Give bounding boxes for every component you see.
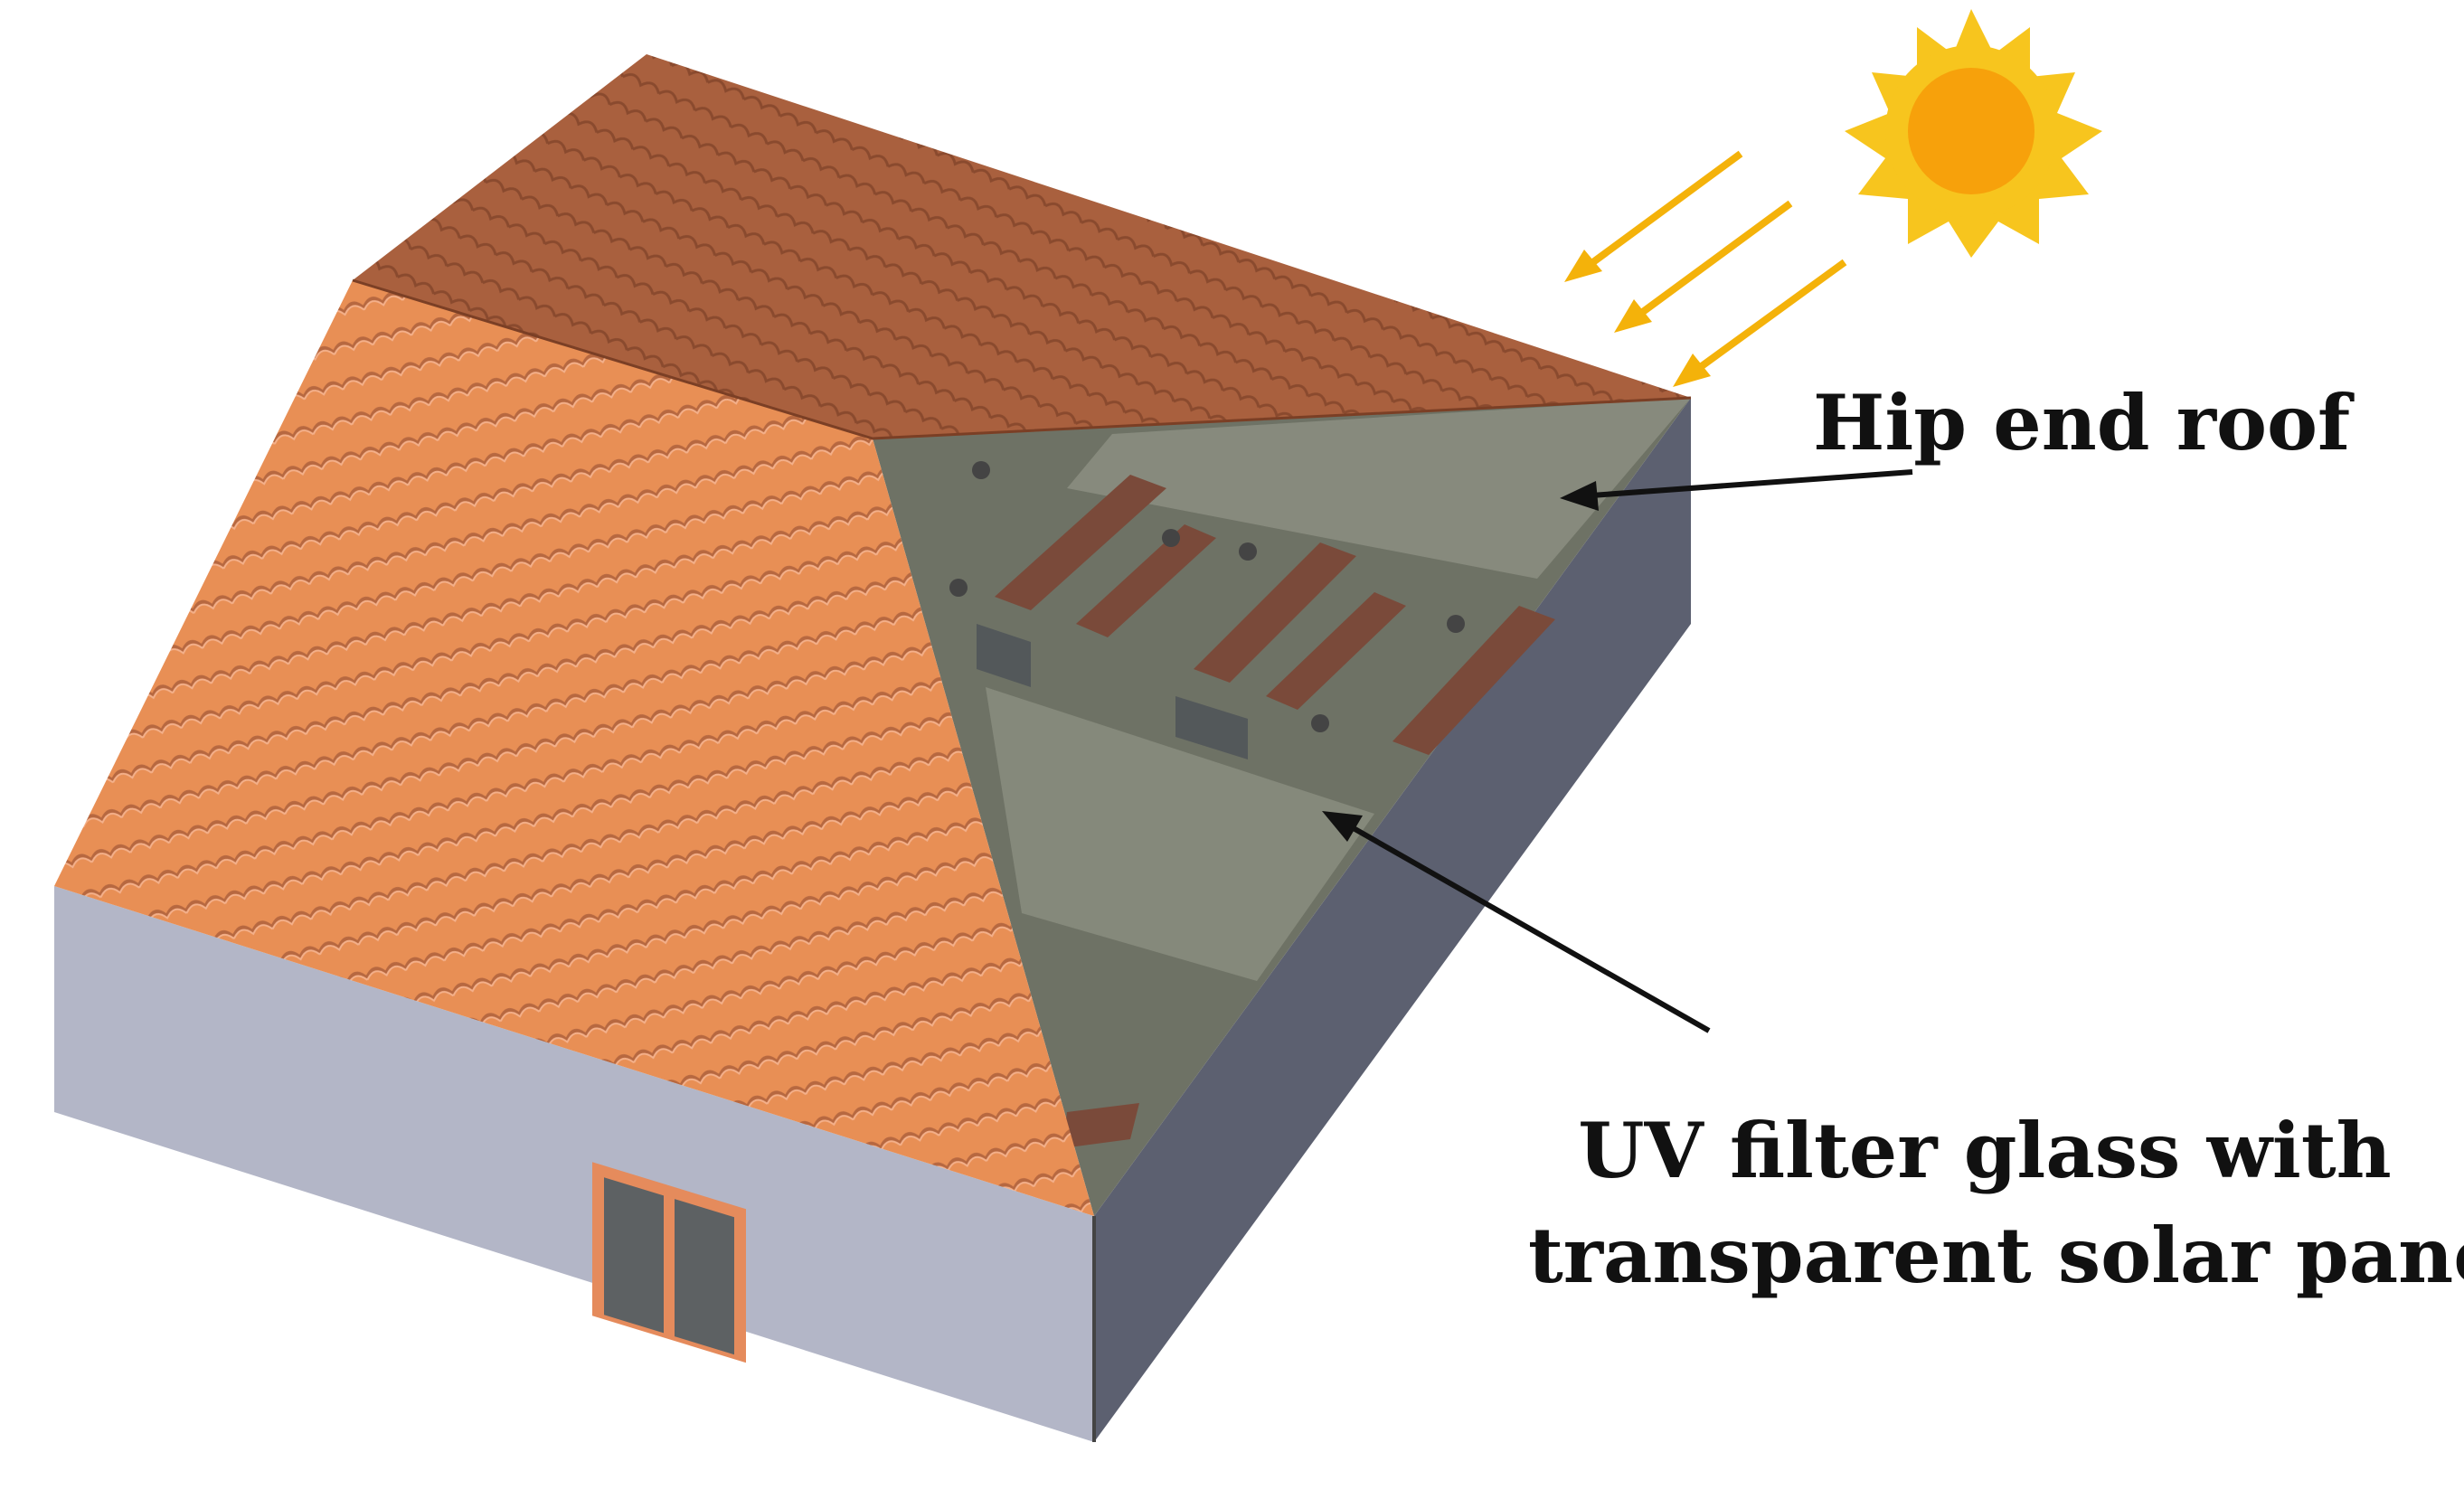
door — [592, 1162, 746, 1363]
uv-glass-label: UV filter glass with transparent solar p… — [1528, 1099, 2464, 1308]
roof-ridge-lines — [352, 278, 1692, 440]
sun-icon — [1845, 9, 2102, 258]
glass-light-band-1 — [1067, 398, 1691, 579]
side-wall — [1094, 398, 1691, 1442]
sunlight-arrow-icon — [1564, 150, 1847, 387]
uv-glass-label-line2: transparent solar panel — [1528, 1211, 2464, 1300]
roof-front-face — [54, 280, 1094, 1216]
interior-furniture — [949, 461, 1555, 1148]
hip-end-roof-label: Hip end roof — [1813, 378, 2351, 467]
front-wall — [54, 886, 1094, 1442]
glass-light-band-2 — [986, 687, 1374, 981]
roof-top-face — [353, 54, 1691, 439]
uv-glass-label-line1: UV filter glass with — [1578, 1106, 2392, 1195]
pointer-arrow-icon — [1322, 469, 1913, 1033]
